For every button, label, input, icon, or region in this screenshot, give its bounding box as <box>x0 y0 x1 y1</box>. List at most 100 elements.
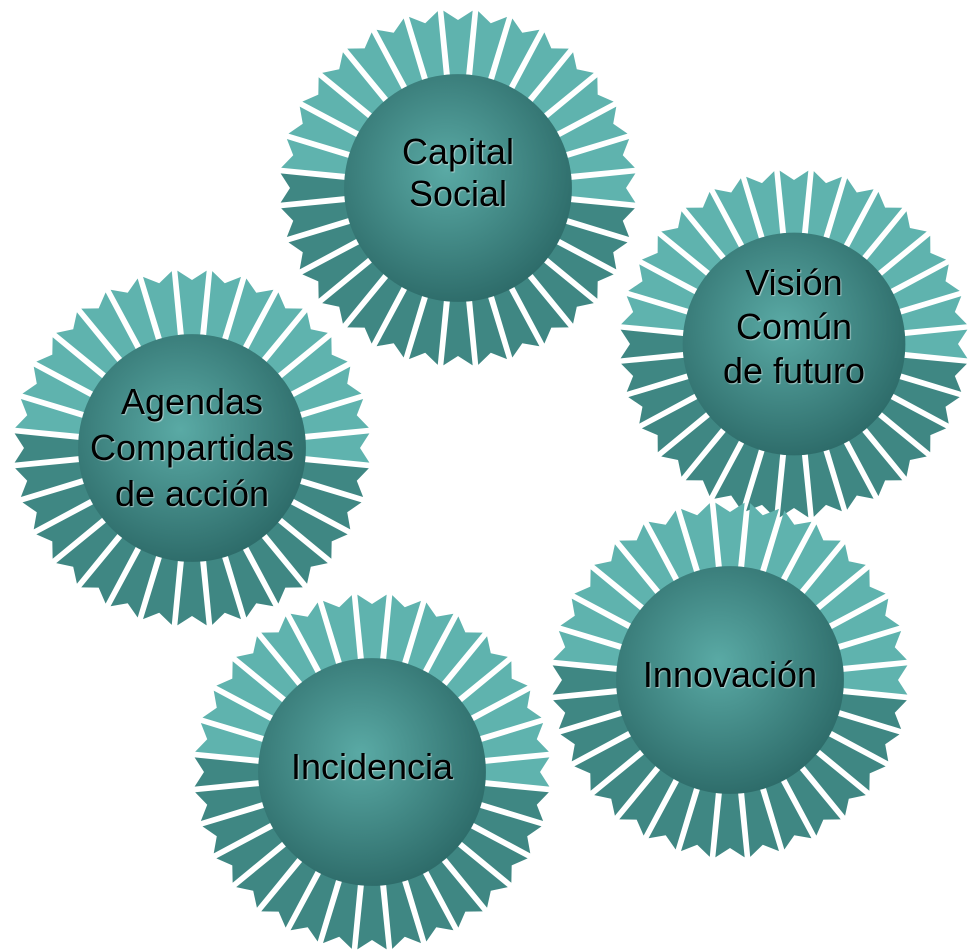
center-circle <box>616 566 844 794</box>
petal <box>302 77 372 134</box>
petal <box>278 502 348 559</box>
petal <box>81 292 138 362</box>
petal <box>784 524 841 594</box>
petal <box>195 723 266 759</box>
petal <box>264 312 328 376</box>
petal <box>216 661 286 718</box>
petal <box>807 447 842 517</box>
petal <box>530 52 594 116</box>
petal <box>897 357 967 392</box>
petal <box>205 554 241 625</box>
petal <box>376 286 424 358</box>
petal <box>458 661 528 718</box>
petal <box>357 594 387 663</box>
petal <box>323 595 359 666</box>
petal <box>816 734 886 791</box>
petal <box>301 433 370 463</box>
petal <box>556 106 628 154</box>
petal <box>828 598 900 646</box>
petal-ring <box>194 594 550 950</box>
petal <box>226 546 274 618</box>
petal <box>385 595 421 666</box>
petal <box>298 399 369 435</box>
petal <box>202 690 274 738</box>
petal <box>648 778 696 850</box>
petal <box>290 366 362 414</box>
petal <box>836 631 907 667</box>
petal <box>836 693 907 729</box>
sunburst-shape <box>280 10 636 366</box>
petal <box>143 271 179 342</box>
petal <box>621 357 691 392</box>
petal <box>802 544 866 608</box>
petal <box>828 714 900 762</box>
petal <box>619 766 676 836</box>
petal <box>847 191 903 260</box>
petal <box>246 292 303 362</box>
petal <box>552 665 621 695</box>
petal <box>302 242 372 299</box>
petal <box>574 734 644 791</box>
petal <box>560 714 632 762</box>
petal <box>56 520 120 584</box>
petal <box>685 191 741 260</box>
petal <box>530 260 594 324</box>
petal <box>322 52 386 116</box>
petal <box>288 222 360 270</box>
petal <box>661 414 724 477</box>
node-innovacion: Innovación <box>550 500 910 860</box>
petal <box>194 757 263 787</box>
petal <box>827 178 874 248</box>
petal <box>512 274 569 344</box>
petal <box>22 482 94 530</box>
petal <box>802 752 866 816</box>
petal <box>890 264 960 311</box>
petal <box>560 598 632 646</box>
petal <box>177 557 207 626</box>
petal <box>177 270 207 339</box>
petal <box>478 723 549 759</box>
petal <box>481 757 550 787</box>
petal <box>478 785 549 821</box>
petal <box>827 440 874 510</box>
petal <box>443 10 473 79</box>
petal <box>764 778 812 850</box>
petal <box>621 296 691 331</box>
petal <box>406 602 454 674</box>
petal <box>714 440 761 510</box>
sunburst-shape <box>194 594 550 950</box>
node-agendas-compartidas: Agendas Compartidas de acción <box>12 268 372 628</box>
petal <box>443 297 473 366</box>
petal <box>839 665 908 695</box>
petal <box>298 461 369 497</box>
petal <box>628 377 698 424</box>
petal <box>261 616 318 686</box>
petal <box>471 11 507 82</box>
petal <box>409 294 445 365</box>
petal <box>376 18 424 90</box>
petal <box>261 858 318 928</box>
petal <box>36 337 106 394</box>
petal <box>620 329 687 359</box>
petal <box>470 806 542 854</box>
petal <box>406 870 454 942</box>
center-circle <box>344 74 572 302</box>
petal <box>278 337 348 394</box>
petal <box>864 414 927 477</box>
petal <box>661 211 724 274</box>
petal <box>564 139 635 175</box>
petal <box>648 510 696 582</box>
petal <box>216 826 286 883</box>
petal <box>290 602 338 674</box>
petal <box>323 878 359 949</box>
petal <box>743 503 779 574</box>
petal-ring <box>14 270 370 626</box>
petal <box>409 11 445 82</box>
petal <box>143 554 179 625</box>
center-circle <box>258 658 486 886</box>
petal <box>847 428 903 497</box>
petal <box>492 286 540 358</box>
petal <box>322 260 386 324</box>
petal-ring <box>620 170 968 518</box>
